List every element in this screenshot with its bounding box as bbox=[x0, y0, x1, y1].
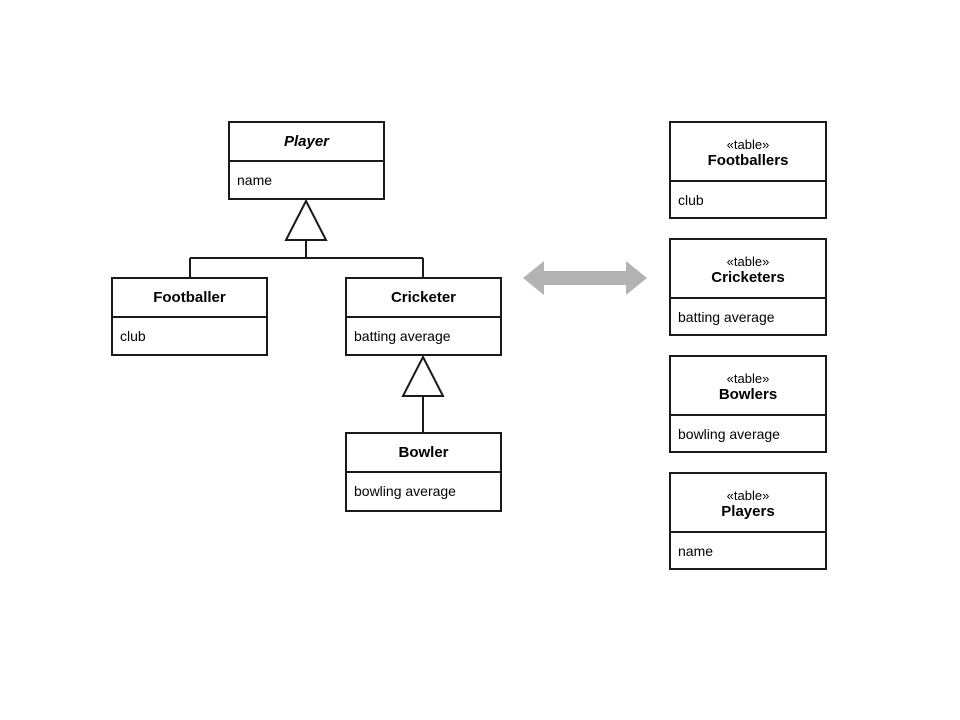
generalization-arrowhead-player bbox=[284, 198, 328, 241]
table-header: «table» Bowlers bbox=[671, 357, 825, 416]
class-name: Footballer bbox=[153, 289, 226, 306]
table-column: bowling average bbox=[678, 425, 780, 442]
table-stereotype: «table» bbox=[726, 253, 770, 269]
table-name: Players bbox=[721, 502, 775, 520]
class-name: Cricketer bbox=[390, 289, 457, 306]
table-stereotype: «table» bbox=[726, 370, 770, 386]
table-header: «table» Players bbox=[671, 474, 825, 533]
class-footballer: Footballer club bbox=[111, 277, 268, 356]
class-attribute: club bbox=[120, 328, 146, 344]
table-column: club bbox=[678, 191, 704, 208]
table-bowlers: «table» Bowlers bowling average bbox=[669, 355, 827, 453]
table-stereotype: «table» bbox=[726, 487, 770, 503]
inheritance-connector-player bbox=[189, 240, 424, 277]
class-attribute: name bbox=[237, 172, 273, 188]
table-name: Footballers bbox=[707, 151, 789, 169]
generalization-arrowhead-cricketer bbox=[401, 354, 445, 397]
class-header: Bowler bbox=[347, 434, 500, 473]
class-name: Bowler bbox=[398, 444, 449, 461]
table-stereotype: «table» bbox=[726, 136, 770, 152]
class-attribute: batting average bbox=[354, 328, 451, 344]
table-footballers: «table» Footballers club bbox=[669, 121, 827, 219]
class-header: Cricketer bbox=[347, 279, 500, 318]
class-cricketer: Cricketer batting average bbox=[345, 277, 502, 356]
table-column: batting average bbox=[678, 308, 775, 325]
table-header: «table» Cricketers bbox=[671, 240, 825, 299]
class-name: Player bbox=[283, 133, 330, 150]
table-name: Cricketers bbox=[711, 268, 785, 286]
class-header: Footballer bbox=[113, 279, 266, 318]
table-column: name bbox=[678, 542, 714, 559]
class-player: Player name bbox=[228, 121, 385, 200]
mapping-double-arrow bbox=[523, 261, 647, 295]
class-bowler: Bowler bowling average bbox=[345, 432, 502, 512]
table-header: «table» Footballers bbox=[671, 123, 825, 182]
table-players: «table» Players name bbox=[669, 472, 827, 570]
class-attribute: bowling average bbox=[354, 483, 456, 499]
table-cricketers: «table» Cricketers batting average bbox=[669, 238, 827, 336]
class-header: Player bbox=[230, 123, 383, 162]
table-name: Bowlers bbox=[718, 385, 778, 403]
